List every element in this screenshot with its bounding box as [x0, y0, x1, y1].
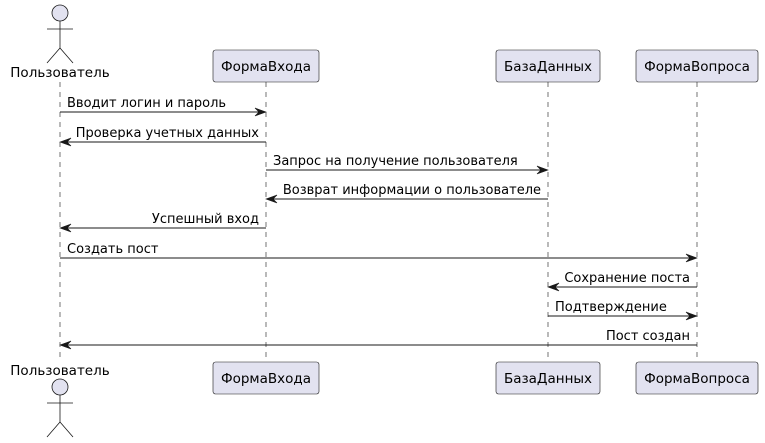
participant-box-bottom-question — [635, 361, 759, 395]
message-label: Проверка учетных данных — [76, 126, 260, 141]
message-4: Возврат информации о пользователе — [265, 183, 548, 204]
participant-label-top-question: ФормаВопроса — [644, 59, 750, 75]
participant-label-bottom-login: ФормаВхода — [221, 371, 311, 387]
actor-figure-top — [46, 4, 74, 64]
message-8: Подтверждение — [548, 300, 698, 321]
participant-label-bottom-db: БазаДанных — [504, 371, 592, 387]
participant-box-top-question — [635, 49, 759, 83]
message-label: Возврат информации о пользователе — [283, 183, 541, 198]
message-label: Создать пост — [67, 242, 159, 257]
arrowhead-icon — [265, 194, 278, 204]
arrowhead-icon — [536, 165, 549, 175]
arrowhead-icon — [59, 137, 72, 147]
message-label: Сохранение поста — [564, 271, 690, 286]
arrowhead-icon — [59, 340, 72, 350]
arrowhead-icon — [59, 223, 72, 233]
message-label: Успешный вход — [152, 212, 259, 227]
participant-label-bottom-user: Пользователь — [10, 363, 109, 379]
participant-box-bottom-db — [495, 361, 601, 395]
message-3: Запрос на получение пользователя — [266, 154, 549, 175]
message-5: Успешный вход — [59, 212, 266, 233]
arrowhead-icon — [547, 282, 560, 292]
participant-label-bottom-question: ФормаВопроса — [644, 371, 750, 387]
message-6: Создать пост — [60, 242, 698, 263]
actor-figure-bottom — [46, 378, 74, 438]
arrowhead-icon — [685, 253, 698, 263]
message-label: Запрос на получение пользователя — [273, 154, 518, 169]
participant-label-top-login: ФормаВхода — [221, 59, 311, 75]
arrowhead-icon — [685, 311, 698, 321]
message-label: Пост создан — [606, 329, 690, 344]
message-label: Вводит логин и пароль — [67, 96, 226, 111]
participant-box-top-db — [495, 49, 601, 83]
participant-label-top-db: БазаДанных — [504, 59, 592, 75]
arrowhead-icon — [254, 107, 267, 117]
participant-box-top-login — [212, 49, 320, 83]
participant-box-bottom-login — [212, 361, 320, 395]
message-2: Проверка учетных данных — [59, 126, 266, 147]
message-1: Вводит логин и пароль — [60, 96, 267, 117]
message-7: Сохранение поста — [547, 271, 697, 292]
participant-label-top-user: Пользователь — [10, 65, 109, 81]
message-9: Пост создан — [59, 329, 697, 350]
message-label: Подтверждение — [555, 300, 667, 315]
